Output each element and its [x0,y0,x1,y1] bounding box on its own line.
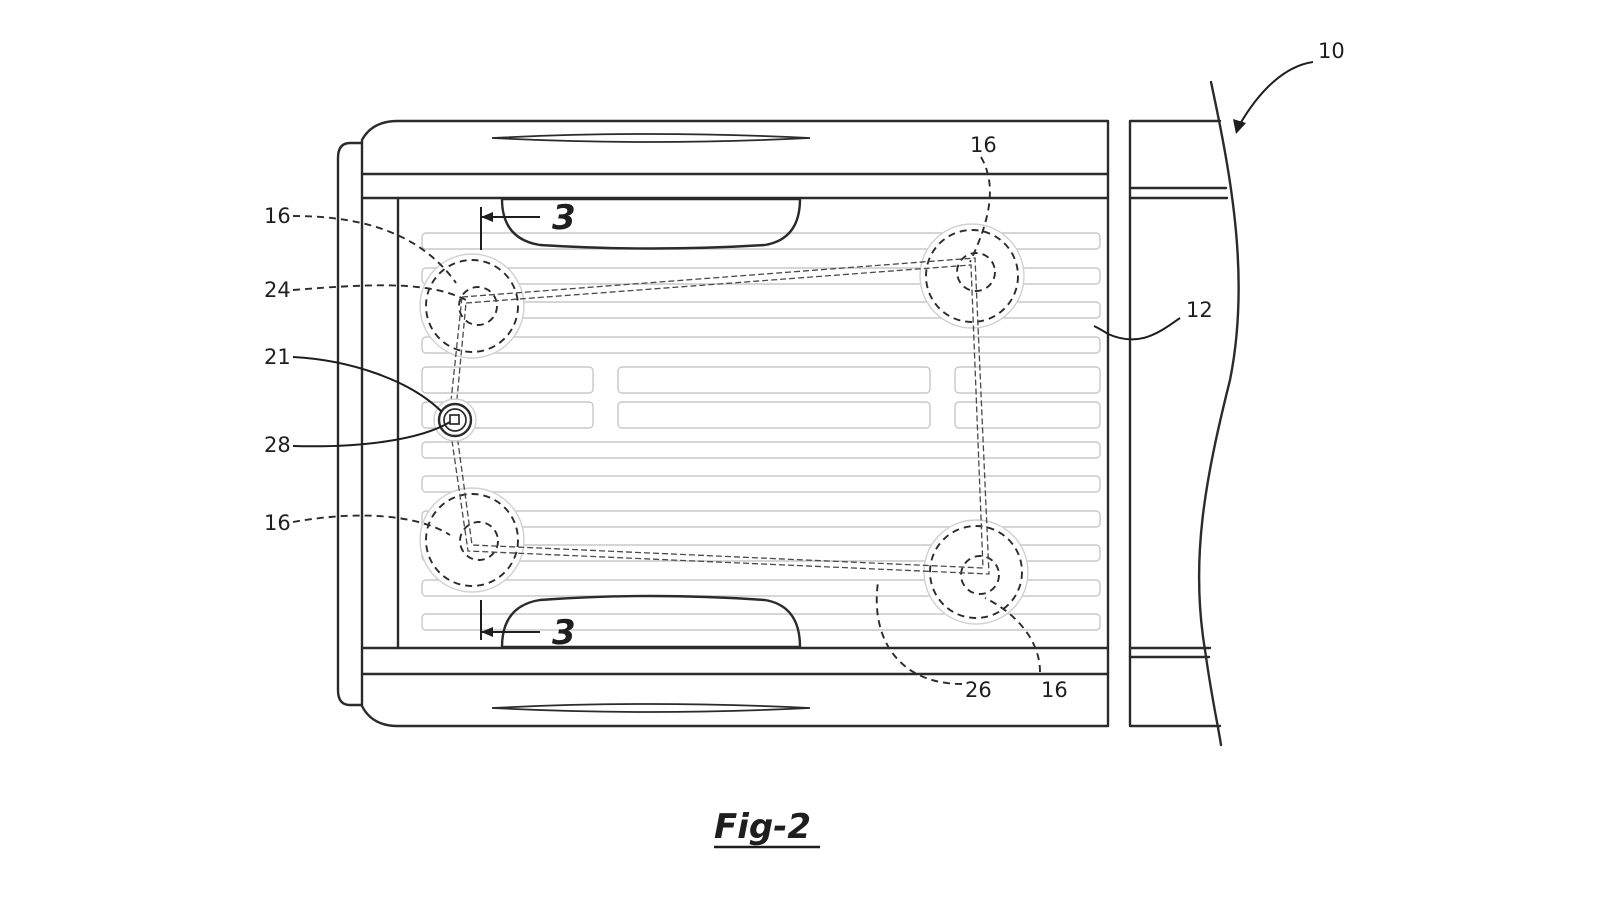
tie-downs [419,223,1029,625]
section-label-bottom: 3 [552,613,576,653]
section-label-top: 3 [552,198,576,238]
connector-square [449,414,460,425]
tie-down-bottom-right [923,519,1029,625]
callout-tie-down-top-left: 16 [264,204,291,228]
callout-tie-down-top-right: 16 [970,133,997,157]
section-indicator-bottom: 3 [480,600,576,653]
wheel-well-bottom [500,594,802,649]
wheel-well-top [500,197,802,250]
floor-rib [954,401,1101,429]
callout-connector: 28 [264,433,291,457]
callout-cable: 26 [965,678,992,702]
callout-tie-down-bottom-right: 16 [1041,678,1068,702]
floor-rib [421,475,1101,493]
bottom-rail-highlight [491,703,811,713]
floor-rib [421,510,1101,528]
callout-vehicle: 10 [1318,39,1345,63]
floor-rib [421,441,1101,459]
floor-rib [421,336,1101,354]
wheel-wells [500,197,802,649]
tie-down-top-left [419,253,525,359]
leader-lines [292,61,1314,685]
cab-outline [1128,119,1222,728]
cab-section [1128,80,1240,747]
figure-caption: Fig-2 [714,807,820,849]
floor-rib [421,613,1101,631]
bed-outline [360,119,1110,728]
callout-tie-down-bottom-left: 16 [264,511,291,535]
floor-rib [421,366,594,394]
junction-connector [433,398,477,442]
tailgate [336,141,364,707]
callout-anchor: 24 [264,278,291,302]
top-rail-highlight [491,133,811,143]
callout-junction: 21 [264,345,291,369]
callout-bed: 12 [1186,298,1213,322]
section-indicator-top: 3 [480,198,576,250]
floor-rib [954,366,1101,394]
figure-title: Fig-2 [714,807,811,847]
tie-down-bottom-left [419,487,525,593]
break-line [1197,80,1240,747]
floor-rib [617,366,931,394]
callout-labels: 10 12 16 24 21 28 16 16 26 16 [264,39,1345,702]
floor-rib [617,401,931,429]
